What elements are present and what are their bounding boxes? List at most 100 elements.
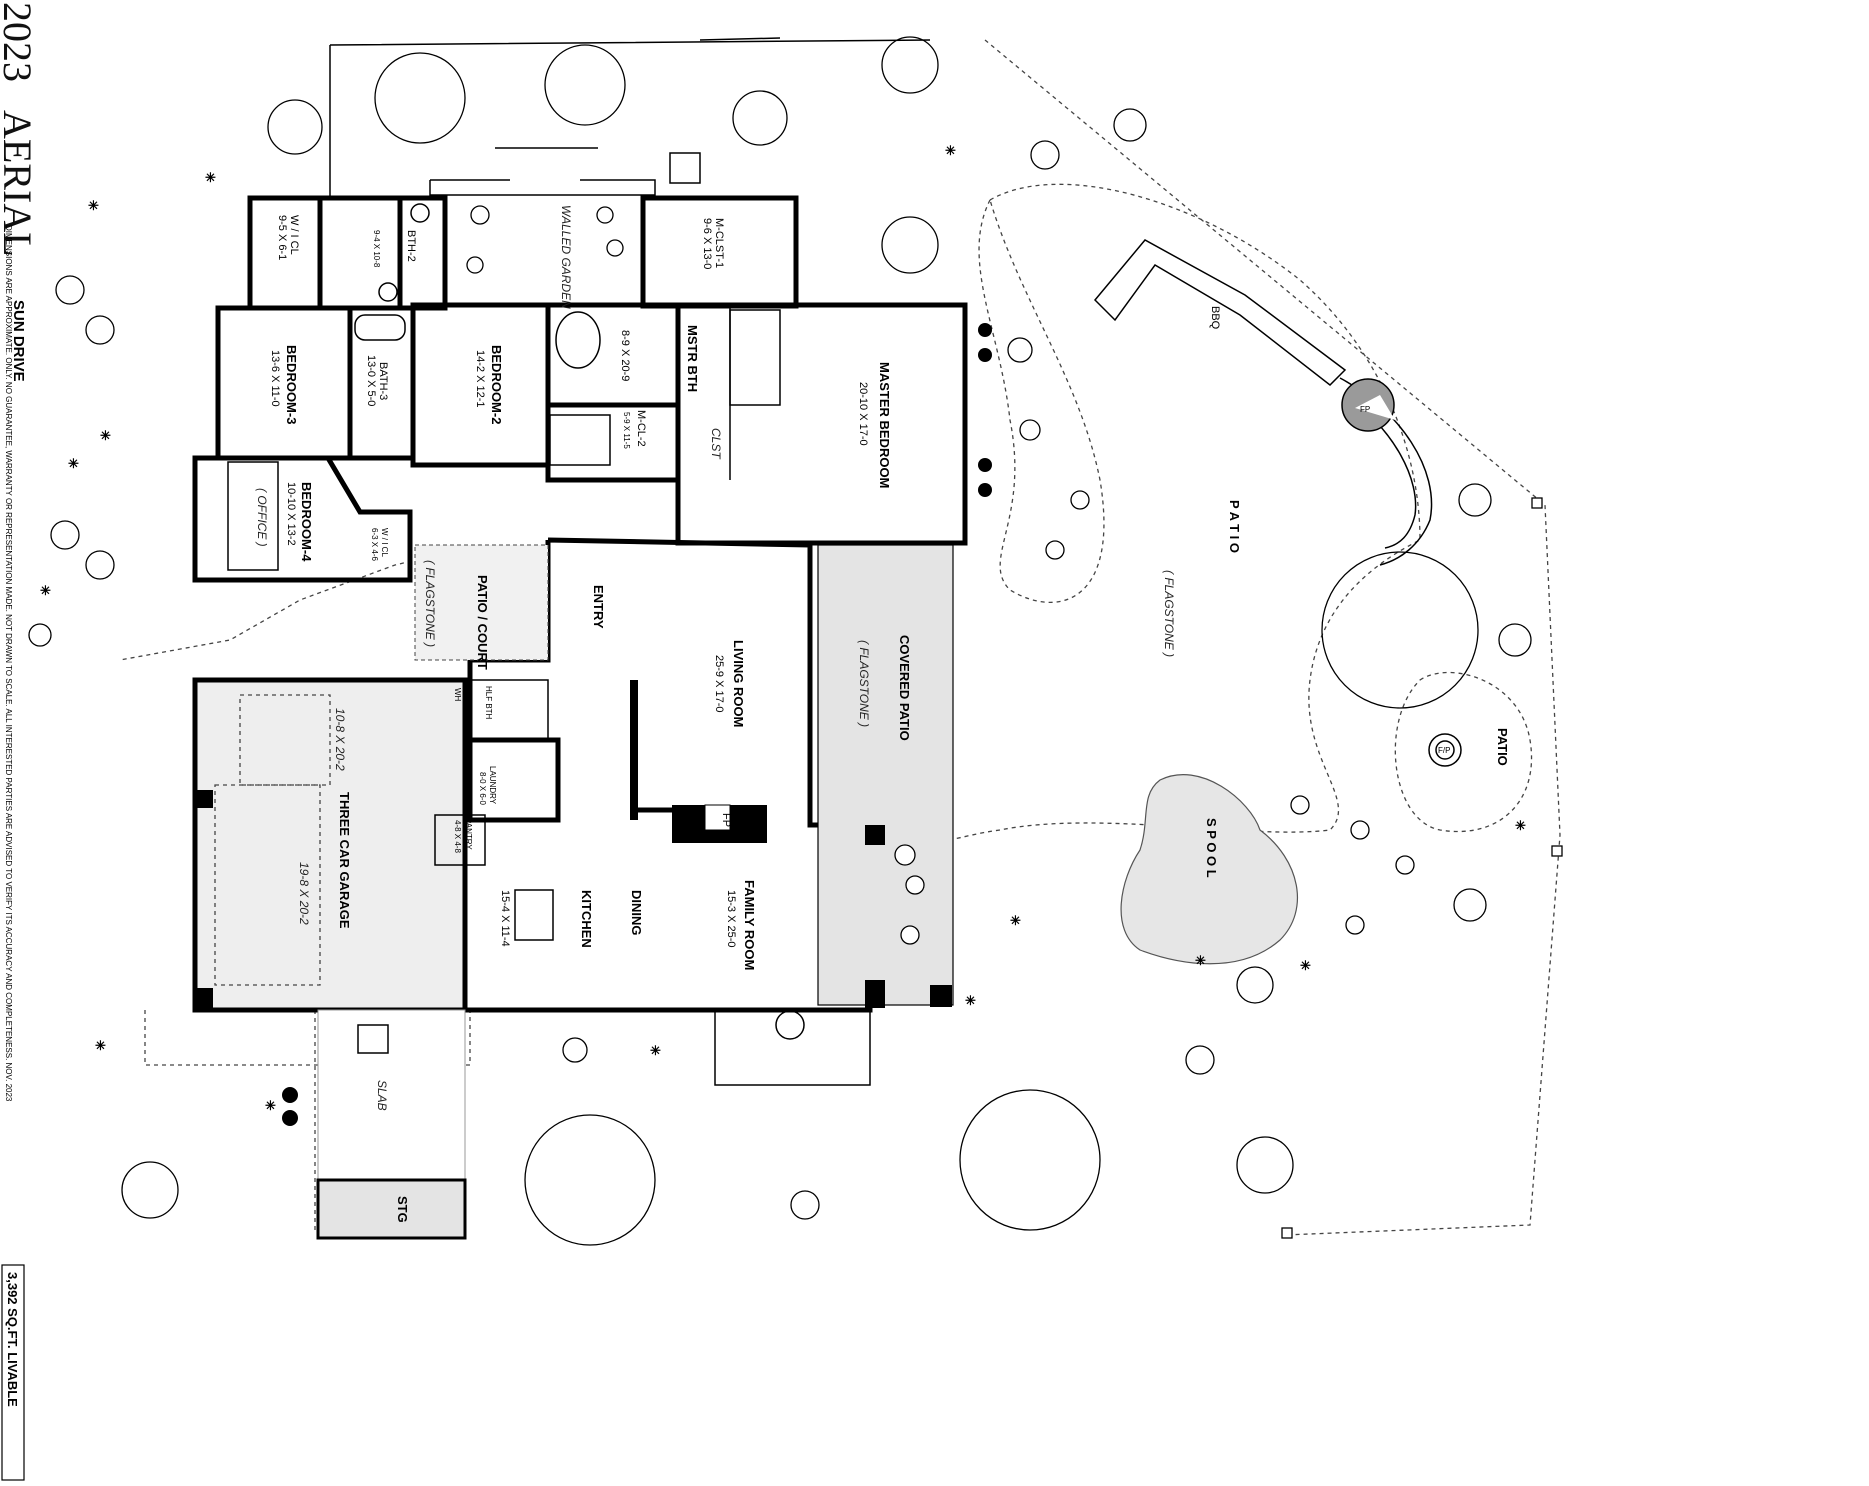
storage-room <box>316 1178 467 1240</box>
garage-floor <box>192 677 468 1013</box>
svg-text:✳: ✳ <box>265 1098 276 1113</box>
tree-icon <box>1321 551 1479 709</box>
tree-icon <box>544 44 626 126</box>
bath3-name: BATH-3 <box>377 362 389 400</box>
master-bedroom-name: MASTER BEDROOM <box>877 362 892 488</box>
covered-patio-name: COVERED PATIO <box>897 635 912 741</box>
bbq-label: BBQ <box>1209 306 1221 330</box>
wcl4-name: W / I CL <box>380 528 389 557</box>
garage-dim-b: 19-8 X 20-2 <box>297 862 311 925</box>
bth2-name: BTH-2 <box>405 230 417 262</box>
mclst1-dim: 9-6 X 13-0 <box>701 218 713 269</box>
outdoor-fp-label: FP <box>1360 405 1370 414</box>
svg-text:✳: ✳ <box>68 456 79 471</box>
mcl2-dim: 5-9 X 11-5 <box>622 412 631 449</box>
covered-patio-note: ( FLAGSTONE ) <box>857 640 871 727</box>
wcl1-dim: 9-5 X 6-1 <box>276 215 288 260</box>
bbq-counter <box>1093 239 1347 386</box>
walled-garden-label: WALLED GARDEN <box>559 205 573 309</box>
bedroom2-dim: 14-2 X 12-1 <box>474 350 486 407</box>
fp-living-label: FP <box>720 813 732 827</box>
patio-court-note: ( FLAGSTONE ) <box>423 560 437 647</box>
bedroom3-dim: 13-6 X 11-0 <box>269 350 281 407</box>
svg-text:✳: ✳ <box>40 583 51 598</box>
svg-text:✳: ✳ <box>205 170 216 185</box>
garage-dim-a: 10-8 X 20-2 <box>333 708 347 771</box>
svg-text:✳: ✳ <box>1195 953 1206 968</box>
pantry-name: PANTRY <box>464 818 473 850</box>
laundry-dim: 8-0 X 6-0 <box>478 772 487 805</box>
svg-text:✳: ✳ <box>1300 958 1311 973</box>
master-bedroom-dim: 20-10 X 17-0 <box>857 382 869 446</box>
family-room-dim: 15-3 X 25-0 <box>725 890 737 947</box>
tree-icon <box>959 1089 1101 1231</box>
wcl4-dim: 6-3 X 4-6 <box>370 528 379 561</box>
svg-text:✳: ✳ <box>945 143 956 158</box>
title-block: 2023 AERIAL SUN DRIVE DIMENSIONS ARE APP… <box>0 2 40 1481</box>
slab-label: SLAB <box>375 1080 389 1111</box>
svg-text:✳: ✳ <box>1515 818 1526 833</box>
kitchen-dim: 15-4 X 11-4 <box>499 890 511 947</box>
tree-icon <box>881 36 939 94</box>
patio-court-name: PATIO / COURT <box>475 575 490 670</box>
disclaimer-text: DIMENSIONS ARE APPROXIMATE. ONLY. NO GUA… <box>4 225 13 1102</box>
wcl1-name: W / I CL <box>288 215 300 255</box>
garage-name: THREE CAR GARAGE <box>337 792 352 929</box>
dining-label: DINING <box>629 890 644 936</box>
bedroom2-name: BEDROOM-2 <box>489 345 504 424</box>
kitchen-name: KITCHEN <box>579 890 594 948</box>
kitchen-island <box>514 889 554 941</box>
area-box <box>1 1264 25 1481</box>
patio-small-label: PATIO <box>1495 728 1510 766</box>
patio-main-note: ( FLAGSTONE ) <box>1162 570 1176 657</box>
landscaping: ✳ ✳ ✳ ✳ ✳ ✳ ✳ ✳ ✳ ✳ ✳ ✳ ✳ ✳ <box>28 36 1532 1246</box>
mstr-bth-dim: 8-9 X 20-9 <box>619 330 631 381</box>
bath3-dim: 13-0 X 5-0 <box>365 355 377 406</box>
mclst1-name: M-CLST-1 <box>713 218 725 268</box>
room-labels: W / I CL 9-5 X 6-1 9-4 X 10-8 BTH-2 WALL… <box>255 205 912 1223</box>
firepit-icon <box>1428 733 1462 767</box>
laundry-name: LAUNDRY <box>488 766 497 805</box>
address-label: SUN DRIVE <box>10 300 27 382</box>
area-label: 3,392 SQ.FT. LIVABLE <box>5 1272 20 1407</box>
year-label: 2023 <box>0 2 40 82</box>
tree-icon <box>524 1114 656 1246</box>
pool <box>1120 774 1298 965</box>
pantry-dim: 4-8 X 4-8 <box>453 820 462 853</box>
house-walls <box>192 147 968 1240</box>
bedroom4-note: ( OFFICE ) <box>255 488 269 547</box>
svg-text:✳: ✳ <box>100 428 111 443</box>
brand-label: AERIAL <box>0 110 40 257</box>
mcl2-name: M-CL-2 <box>635 410 647 447</box>
bedroom4-name: BEDROOM-4 <box>299 482 314 562</box>
svg-text:✳: ✳ <box>650 1043 661 1058</box>
svg-text:✳: ✳ <box>965 993 976 1008</box>
bedroom3-name: BEDROOM-3 <box>284 345 299 424</box>
svg-text:✳: ✳ <box>95 1038 106 1053</box>
bath-hall-dim: 9-4 X 10-8 <box>372 230 381 268</box>
pool-label: S P O O L <box>1204 818 1219 878</box>
mstr-bth-name: MSTR BTH <box>685 325 700 392</box>
entry-label: ENTRY <box>591 585 606 629</box>
living-room-name: LIVING ROOM <box>731 640 746 727</box>
svg-text:✳: ✳ <box>88 198 99 213</box>
clst-label: CLST <box>709 428 723 460</box>
tree-icon <box>1236 1136 1294 1194</box>
family-room-name: FAMILY ROOM <box>742 880 757 970</box>
backyard <box>899 183 1533 965</box>
bathtub-icon <box>555 311 601 369</box>
tree-icon <box>374 52 466 144</box>
living-room-dim: 25-9 X 17-0 <box>713 655 725 712</box>
tree-icon <box>732 90 788 146</box>
bedroom4-dim: 10-10 X 13-2 <box>285 482 297 546</box>
yard-labels: BBQ FP P A T I O ( FLAGSTONE ) PATIO F/P… <box>1162 306 1510 878</box>
covered-patio-slab <box>817 544 954 1006</box>
wh-label: WH <box>453 688 462 702</box>
tree-icon <box>881 216 939 274</box>
hlf-bth-label: HLF BTH <box>484 686 493 720</box>
firepit-label: F/P <box>1438 746 1450 755</box>
patio-main-label: P A T I O <box>1227 500 1242 553</box>
svg-text:✳: ✳ <box>1010 913 1021 928</box>
tree-icon <box>267 99 323 155</box>
